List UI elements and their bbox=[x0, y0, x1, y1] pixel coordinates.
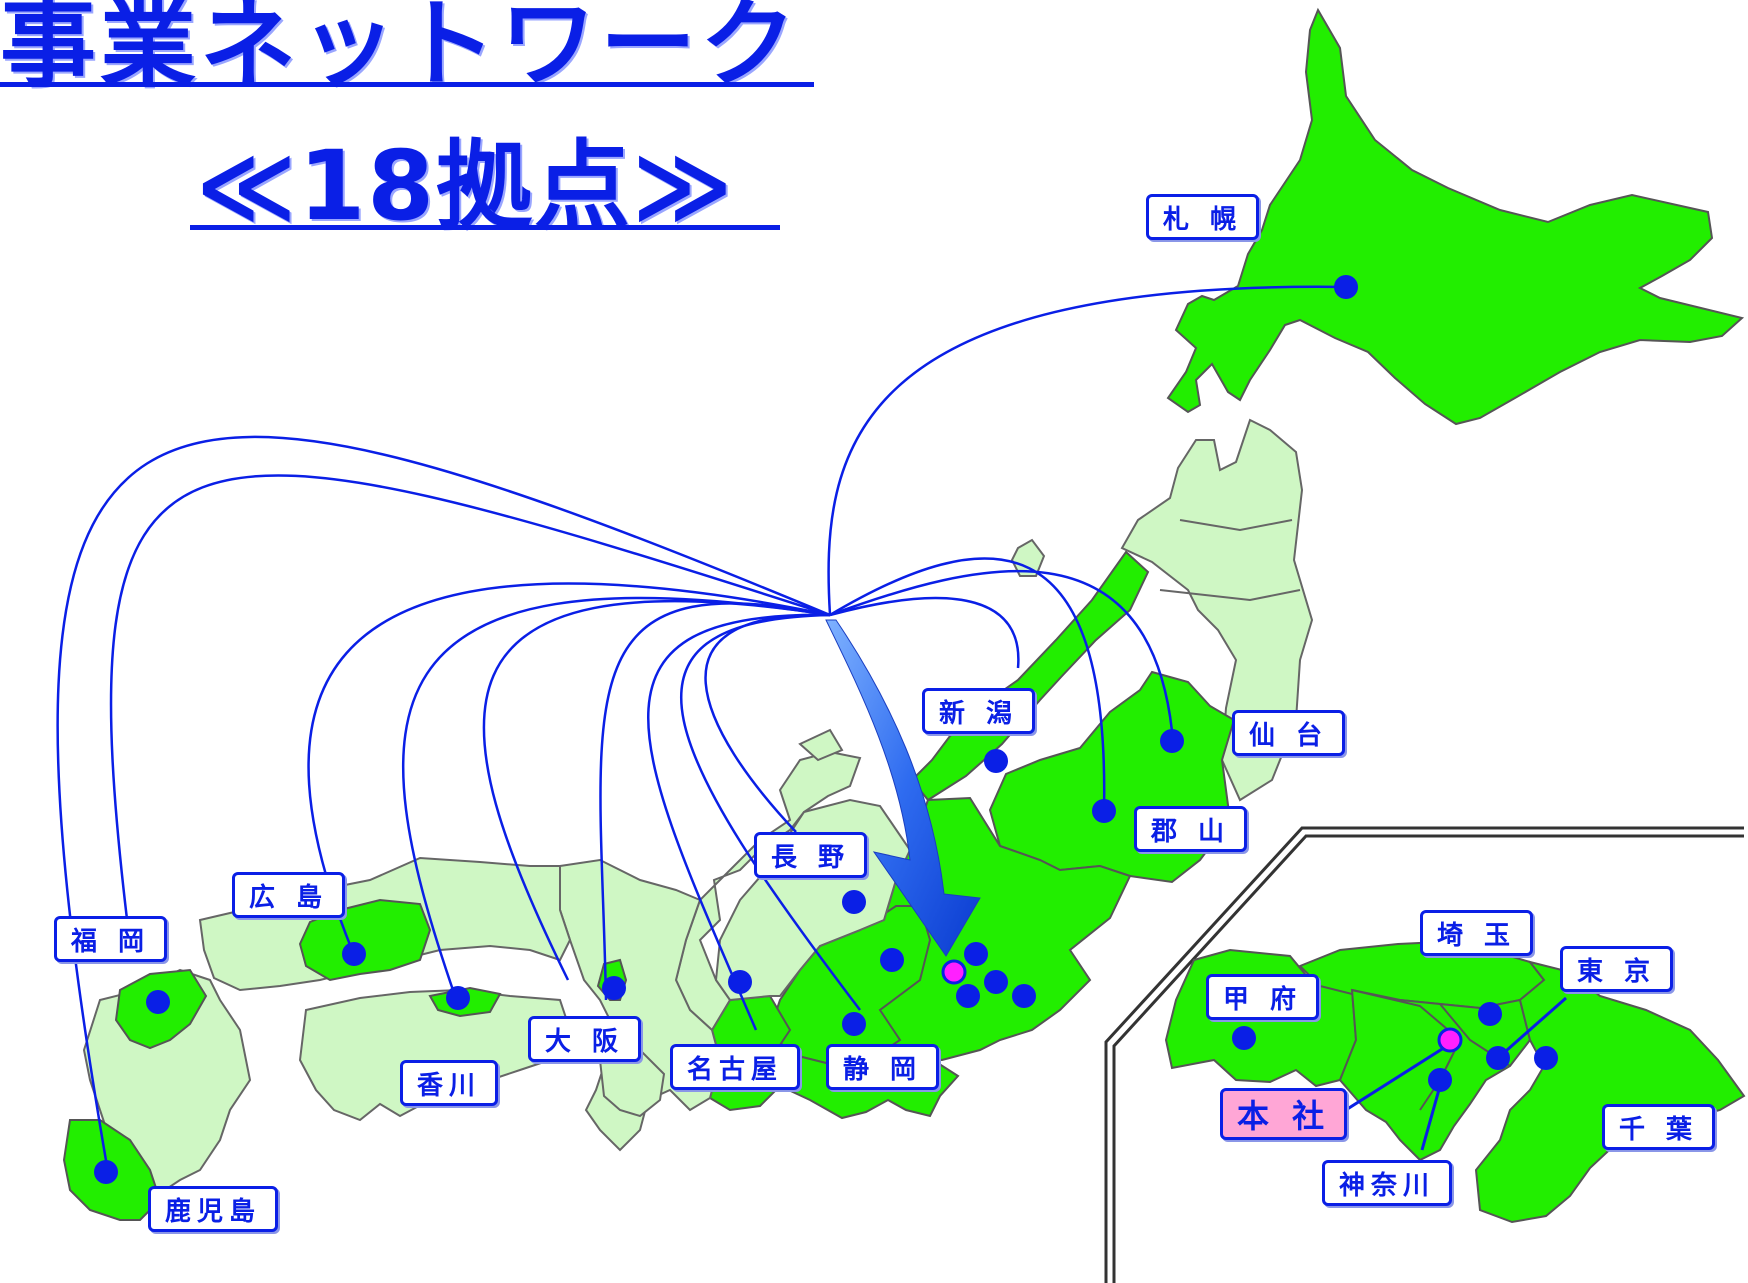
dot-nagano bbox=[842, 890, 866, 914]
label-koriyama: 郡 山 bbox=[1134, 806, 1248, 852]
page-subtitle: ≪18拠点≫ bbox=[196, 130, 735, 242]
label-hiroshima: 広 島 bbox=[232, 872, 346, 918]
label-inset-chiba: 千 葉 bbox=[1602, 1104, 1716, 1150]
label-kagoshima: 鹿児島 bbox=[148, 1186, 279, 1232]
title-underline-2 bbox=[190, 225, 780, 230]
region-tohoku-border bbox=[1159, 519, 1301, 602]
inset-frame-inner bbox=[1112, 834, 1744, 1283]
connection-lines bbox=[56, 285, 1347, 1173]
arrow-graphic bbox=[825, 619, 981, 957]
label-nagano: 長 野 bbox=[754, 832, 868, 878]
dot-tokyo-main bbox=[984, 970, 1008, 994]
inset-dot-kofu bbox=[1232, 1026, 1256, 1050]
dot-niigata bbox=[984, 749, 1008, 773]
dot-fukuoka bbox=[146, 990, 170, 1014]
title-underline-1 bbox=[0, 82, 814, 87]
region-hokuriku bbox=[674, 750, 862, 1032]
label-niigata: 新 潟 bbox=[922, 688, 1036, 734]
dot-saitama-main bbox=[964, 942, 988, 966]
label-inset-tokyo: 東 京 bbox=[1560, 946, 1674, 992]
region-kii bbox=[598, 1048, 666, 1118]
inset-leaders bbox=[1329, 996, 1567, 1151]
dot-sapporo bbox=[1334, 275, 1358, 299]
region-noto bbox=[798, 728, 844, 762]
dot-osaka bbox=[602, 976, 626, 1000]
label-headquarters: 本 社 bbox=[1220, 1088, 1348, 1140]
label-kagawa: 香川 bbox=[400, 1060, 499, 1106]
dot-chiba-main bbox=[1012, 984, 1036, 1008]
dot-kagoshima bbox=[94, 1160, 118, 1184]
dot-koriyama bbox=[1092, 799, 1116, 823]
dot-headquarters-main bbox=[941, 959, 967, 985]
inset-frame bbox=[1104, 826, 1744, 1283]
region-hokkaido bbox=[1166, 7, 1745, 426]
label-sapporo: 札 幌 bbox=[1146, 194, 1260, 240]
inset-dot-kanagawa bbox=[1428, 1068, 1452, 1092]
dot-kagawa bbox=[446, 986, 470, 1010]
office-dots bbox=[94, 275, 1358, 1184]
inset-dot-tokyo bbox=[1486, 1046, 1510, 1070]
label-fukuoka: 福 岡 bbox=[54, 916, 168, 962]
dot-shizuoka bbox=[842, 1012, 866, 1036]
dot-hiroshima bbox=[342, 942, 366, 966]
dot-kofu-main bbox=[880, 948, 904, 972]
label-inset-kofu: 甲 府 bbox=[1206, 974, 1320, 1020]
label-inset-kanagawa: 神奈川 bbox=[1322, 1160, 1453, 1206]
dot-nagoya bbox=[728, 970, 752, 994]
label-sendai: 仙 台 bbox=[1232, 710, 1346, 756]
label-osaka: 大 阪 bbox=[528, 1016, 642, 1062]
label-inset-saitama: 埼 玉 bbox=[1420, 910, 1534, 956]
inset-dot-chiba bbox=[1534, 1046, 1558, 1070]
label-nagoya: 名古屋 bbox=[670, 1044, 801, 1090]
label-shizuoka: 静 岡 bbox=[826, 1044, 940, 1090]
inset-dots bbox=[1232, 1002, 1558, 1092]
page-title: 事業ネットワーク bbox=[0, 0, 800, 100]
dot-sendai bbox=[1160, 729, 1184, 753]
inset-dot-saitama bbox=[1478, 1002, 1502, 1026]
region-hiroshima bbox=[298, 898, 432, 982]
dot-kanagawa-main bbox=[956, 984, 980, 1008]
region-sado bbox=[1010, 538, 1046, 577]
inset-dot-headquarters bbox=[1437, 1027, 1463, 1053]
